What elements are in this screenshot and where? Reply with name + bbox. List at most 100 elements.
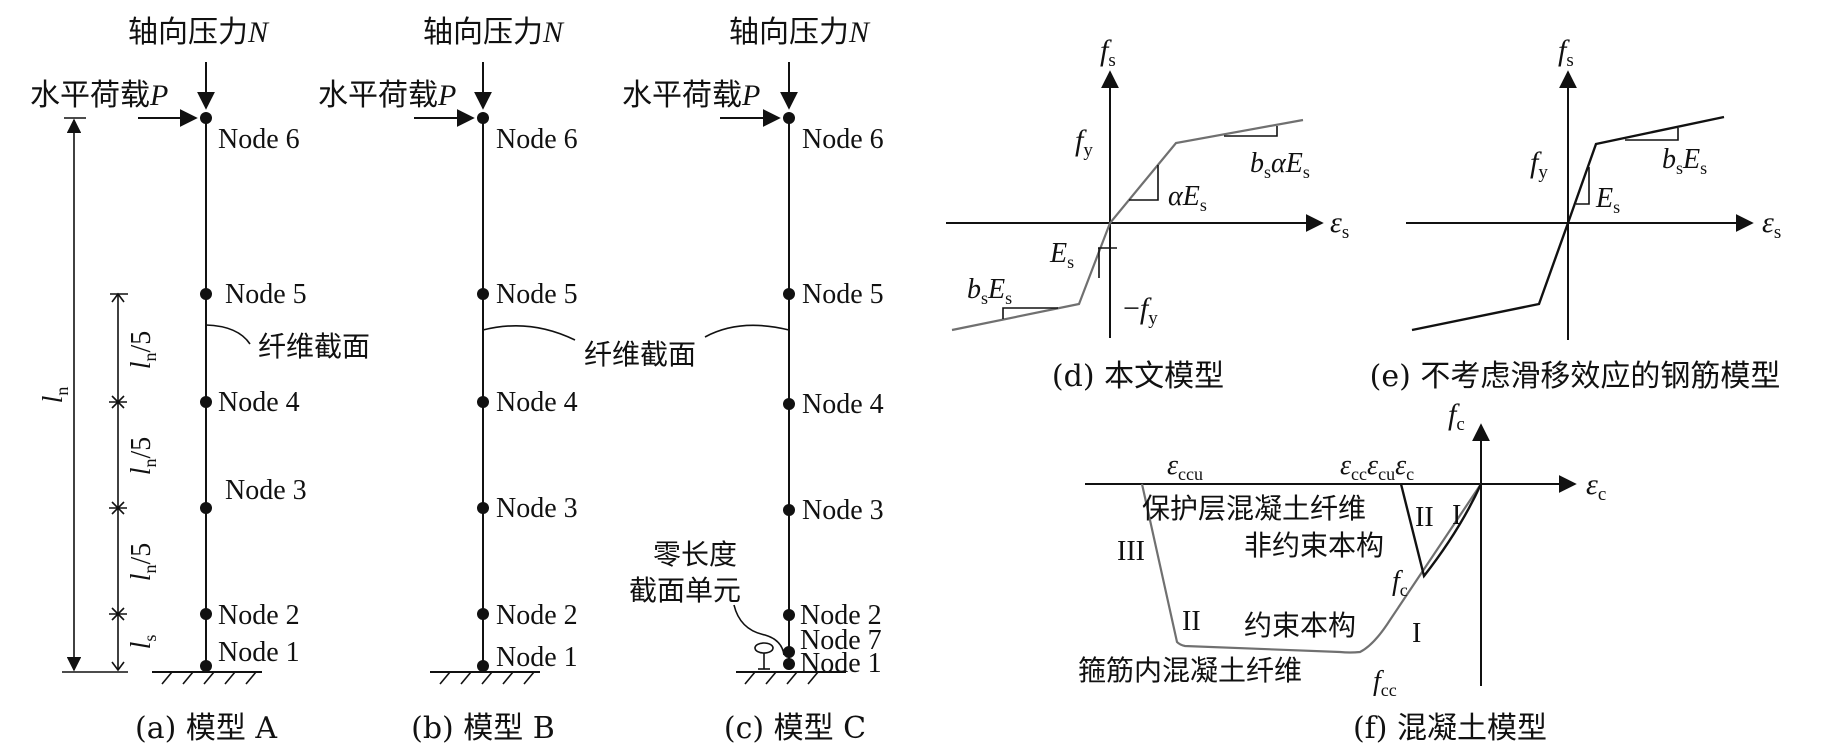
caption-e: (e) 不考虑滑移效应的钢筋模型 — [1370, 359, 1781, 394]
node-3-marker — [783, 504, 795, 516]
slope-triangle-bsalphaEs — [1224, 126, 1278, 137]
dimension-bottom-arrow — [111, 661, 125, 672]
node-4-label: Node 4 — [496, 387, 578, 418]
steel-curve — [951, 118, 1304, 332]
zero-length-label-line2: 截面单元 — [629, 574, 741, 607]
axial-load-label: 轴向压力N — [128, 15, 270, 50]
node-3-label: Node 3 — [225, 475, 307, 506]
fc-label: fc — [1392, 566, 1408, 600]
node-1-label: Node 1 — [800, 648, 882, 679]
caption-f: (f) 混凝土模型 — [1353, 711, 1547, 746]
node-5-marker — [200, 288, 212, 300]
svg-text:ln: ln — [38, 387, 72, 404]
node-2-marker — [477, 608, 489, 620]
dimension-ln5-label-3: ln/5 — [126, 543, 160, 582]
svg-text:ln/5: ln/5 — [126, 331, 160, 370]
svg-text:ln/5: ln/5 — [126, 437, 160, 476]
fiber-section-leader-b — [482, 325, 576, 341]
node-4-marker — [200, 396, 212, 408]
node-2-label: Node 2 — [218, 600, 300, 631]
panel-f-concrete-model: fc εc εccu εccεcuεc 保护层混凝土纤维 非约束本构 约束本构 … — [1078, 398, 1606, 746]
node-6-label: Node 6 — [802, 124, 884, 155]
ground-hatch — [744, 671, 819, 685]
node-5-marker — [783, 288, 795, 300]
y-axis-label: fc — [1448, 398, 1465, 435]
svg-text:ls: ls — [126, 635, 160, 650]
lateral-load-label: 水平荷载P — [622, 78, 760, 113]
caption-b: (b) 模型 B — [411, 711, 555, 746]
node-4-label: Node 4 — [218, 387, 300, 418]
x-axis-label: εs — [1330, 206, 1349, 243]
dimension-ln-label: ln — [38, 387, 72, 404]
node-4-label: Node 4 — [802, 389, 884, 420]
slope-triangle-Es — [1098, 247, 1117, 278]
axial-load-label: 轴向压力N — [729, 15, 871, 50]
node-6-label: Node 6 — [218, 124, 300, 155]
eps-cc-cu-c-labels: εccεcuεc — [1340, 450, 1414, 484]
zero-length-leader — [733, 604, 785, 656]
unconfined-label: 非约束本构 — [1244, 529, 1384, 562]
x-axis-label: εs — [1762, 206, 1781, 243]
dimension-ln5-label-1: ln/5 — [126, 331, 160, 370]
ground-hatch — [439, 671, 535, 685]
caption-a: (a) 模型 A — [135, 711, 277, 746]
node-2-marker — [200, 608, 212, 620]
fcc-label: fcc — [1373, 666, 1397, 700]
node-6-marker — [477, 112, 489, 124]
node-1-marker — [200, 660, 212, 672]
node-5-label: Node 5 — [225, 279, 307, 310]
axial-load-label: 轴向压力N — [423, 15, 565, 50]
y-axis-label: fs — [1558, 34, 1574, 71]
node-6-marker — [783, 112, 795, 124]
fiber-section-leader — [205, 324, 251, 345]
caption-c: (c) 模型 C — [724, 711, 866, 746]
neg-fy-label: −fy — [1123, 292, 1158, 329]
slope-triangle-alphaEs — [1129, 165, 1159, 201]
node-3-marker — [477, 502, 489, 514]
caption-d: (d) 本文模型 — [1052, 359, 1224, 394]
Es-label: Es — [1595, 183, 1620, 217]
node-1-marker — [783, 658, 795, 670]
node-2-marker — [783, 609, 795, 621]
zero-length-label-line1: 零长度 — [653, 538, 737, 571]
panel-e-steel-no-slip-model: fs εs fy Es bsEs (e) 不考虑滑移效应的钢筋模型 — [1370, 34, 1782, 394]
unconfined-curve — [1399, 483, 1483, 579]
dimension-star-3 — [109, 607, 127, 621]
node-2-label: Node 2 — [496, 600, 578, 631]
node-5-label: Node 5 — [496, 279, 578, 310]
node-4-marker — [477, 396, 489, 408]
x-axis-label: εc — [1586, 468, 1606, 505]
cover-concrete-label: 保护层混凝土纤维 — [1142, 492, 1366, 525]
node-1-label: Node 1 — [218, 637, 300, 668]
eps-ccu-label: εccu — [1167, 450, 1203, 484]
ground-hatch — [161, 671, 257, 685]
stage-II-unconfined: II — [1415, 502, 1434, 533]
dimension-star-1 — [109, 395, 127, 409]
stage-II-confined: II — [1182, 606, 1201, 637]
node-5-label: Node 5 — [802, 279, 884, 310]
dimension-ls-label: ls — [126, 635, 160, 650]
fy-label: fy — [1075, 124, 1093, 161]
panel-d-steel-model: fs εs fy −fy αEs bsαEs Es bsEs (d) 本文模型 — [946, 34, 1349, 394]
bsalphaEs-label: bsαEs — [1250, 148, 1310, 182]
stage-I-confined: I — [1412, 618, 1421, 649]
rotational-spring-icon — [754, 642, 774, 670]
fiber-section-label: 纤维截面 — [584, 338, 696, 371]
fiber-section-label: 纤维截面 — [258, 330, 370, 363]
node-3-marker — [200, 502, 212, 514]
node-3-label: Node 3 — [802, 495, 884, 526]
steel-curve — [1411, 115, 1725, 332]
slope-triangle-bsEs — [1002, 307, 1058, 319]
slope-triangle-bsEs — [1625, 128, 1679, 141]
svg-text:ln/5: ln/5 — [126, 543, 160, 582]
panel-a-model-a: 轴向压力N 水平荷载P Node 6 Node 5 Node 4 Node 3 … — [30, 15, 370, 746]
stage-I-unconfined: I — [1452, 500, 1461, 531]
fiber-section-leader-c — [704, 324, 790, 338]
confined-curve — [1140, 483, 1482, 654]
lateral-load-label: 水平荷载P — [30, 78, 168, 113]
confined-label: 约束本构 — [1244, 609, 1356, 642]
dimension-star-2 — [109, 501, 127, 515]
node-2-label: Node 2 — [800, 600, 882, 631]
core-concrete-label: 箍筋内混凝土纤维 — [1078, 654, 1302, 687]
